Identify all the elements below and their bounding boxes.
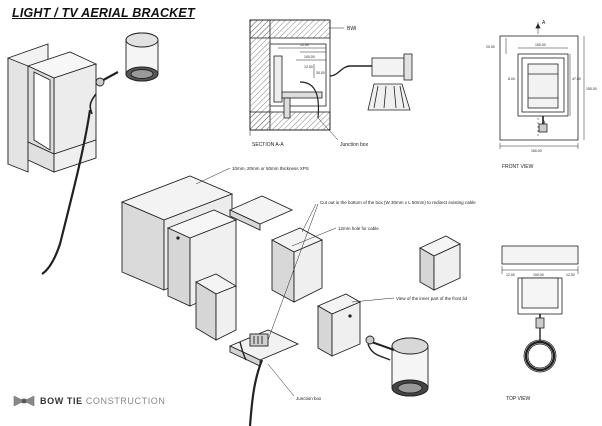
section-marker-a-top: A — [542, 20, 546, 26]
bwi-label: BWI — [347, 26, 356, 32]
front-dim-side: 8.00 — [508, 77, 515, 81]
section-a-a-label: SECTION A-A — [252, 142, 284, 148]
brand-light: CONSTRUCTION — [85, 396, 166, 406]
junction-box-label-bottom: Junction box — [296, 396, 322, 401]
brand-footer: BOW TIE CONSTRUCTION — [40, 396, 166, 406]
section-dim-a: 12.00 — [300, 43, 309, 47]
front-dim-left: 20.00 — [486, 45, 495, 49]
front-dim-inner: 100.00 — [535, 43, 546, 47]
front-view-label: FRONT VIEW — [502, 164, 534, 170]
top-dim-b: 100.00 — [533, 273, 544, 277]
front-dim-mid: 47.50 — [572, 77, 581, 81]
section-dim-d: 30.00 — [316, 71, 325, 75]
cable-hole-label: 12mm hole for cable — [338, 226, 379, 231]
top-dim-c: 12.00 — [566, 273, 575, 277]
xps-label: 10mm, 20mm or 50mm thickness XPS — [232, 166, 309, 171]
junction-box-label-top: Junction box — [340, 142, 369, 148]
section-dim-b: 100.00 — [304, 55, 315, 59]
section-dim-c: 12.00 — [304, 65, 313, 69]
exploded-view — [120, 167, 461, 426]
cutout-label: Cut out in the bottom of the box (W 30mm… — [320, 200, 476, 205]
drawing-title: LIGHT / TV AERIAL BRACKET — [12, 6, 195, 20]
top-view — [501, 245, 579, 373]
front-dim-width: 150.00 — [531, 149, 542, 153]
brand-strong: BOW TIE — [40, 396, 83, 406]
front-dim-height: 150.00 — [586, 87, 597, 91]
inner-lid-label: View of the inner part of the front lid — [396, 296, 467, 301]
top-view-label: TOP VIEW — [506, 396, 531, 402]
front-view — [499, 22, 585, 149]
section-marker-a-bottom: A — [542, 120, 546, 126]
bow-tie-logo-icon — [13, 395, 35, 407]
section-a-a — [249, 19, 413, 141]
bracket-isometric — [7, 32, 159, 275]
top-dim-a: 12.00 — [506, 273, 515, 277]
